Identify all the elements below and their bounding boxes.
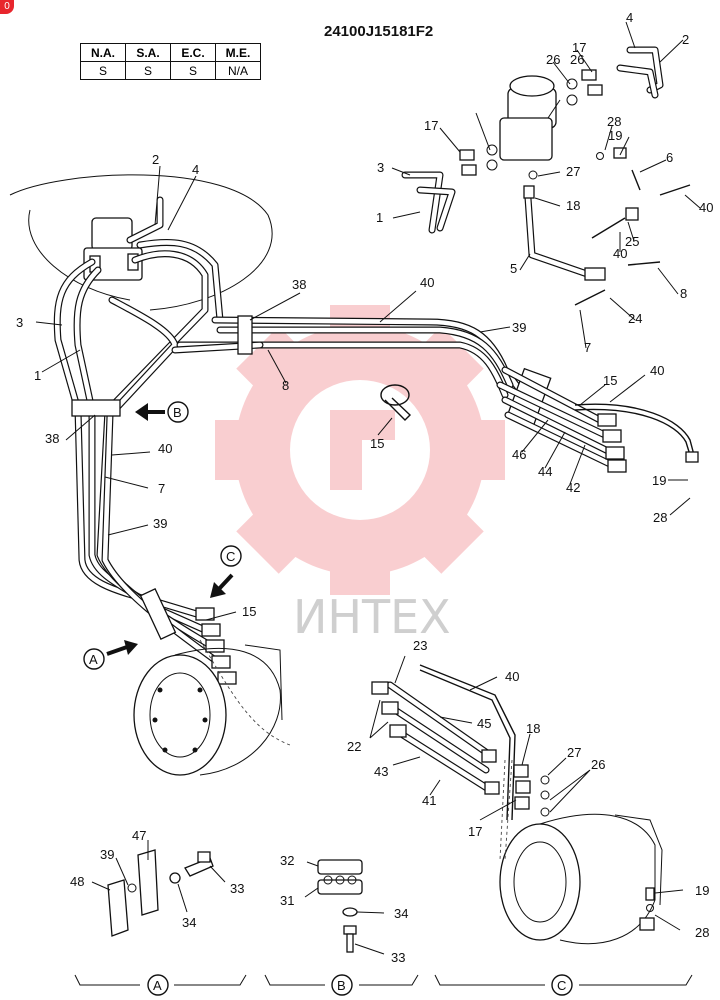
callout-upper-right-24: 24	[628, 311, 642, 326]
section-b-label: B	[337, 978, 346, 993]
leader-lines	[35, 21, 701, 955]
value-me: N/A	[215, 61, 261, 80]
callout-main-19: 19	[652, 473, 666, 488]
callout-detail-c-43: 43	[374, 764, 388, 779]
callout-detail-c-18: 18	[526, 721, 540, 736]
applicability-table: N.A. S.A. E.C. M.E. S S S N/A	[80, 43, 261, 80]
arrow-b	[135, 401, 189, 423]
detail-c	[371, 664, 663, 945]
header-me: M.E.	[215, 43, 261, 62]
callout-upper-right-17: 17	[424, 118, 438, 133]
callout-upper-right-8: 8	[680, 286, 687, 301]
callout-upper-right-5: 5	[510, 261, 517, 276]
header-sa: S.A.	[125, 43, 171, 62]
value-ec: S	[170, 61, 216, 80]
callout-upper-right-26: 26	[546, 52, 560, 67]
callout-detail-c-40: 40	[505, 669, 519, 684]
callout-main-3: 3	[16, 315, 23, 330]
callout-upper-right-6: 6	[666, 150, 673, 165]
swivel-exploded	[401, 46, 691, 306]
callout-detail-c-45: 45	[477, 716, 491, 731]
callout-main-2: 2	[152, 152, 159, 167]
callout-main-4: 4	[192, 162, 199, 177]
callout-upper-right-25: 25	[625, 234, 639, 249]
clamp-15-lower	[139, 588, 177, 640]
callout-main-46: 46	[512, 447, 526, 462]
travel-motor-left	[133, 639, 291, 776]
arrow-a-letter: A	[89, 652, 98, 667]
clamp-15-strap	[380, 384, 412, 421]
callout-upper-right-40: 40	[613, 246, 627, 261]
callout-detail-c-28: 28	[695, 925, 709, 940]
callout-main-7: 7	[158, 481, 165, 496]
callout-detail-a-48: 48	[70, 874, 84, 889]
callout-main-1: 1	[34, 368, 41, 383]
turntable-inner	[28, 209, 131, 301]
clamp-38-top	[237, 315, 253, 355]
arrow-a	[83, 640, 138, 670]
section-brackets	[74, 974, 693, 996]
clamp-38-left	[71, 399, 121, 417]
callout-upper-right-3: 3	[377, 160, 384, 175]
header-na: N.A.	[80, 43, 126, 62]
callout-detail-b-31: 31	[280, 893, 294, 908]
callout-main-39: 39	[512, 320, 526, 335]
callout-detail-c-26: 26	[591, 757, 605, 772]
callout-upper-right-18: 18	[566, 198, 580, 213]
callout-main-8: 8	[282, 378, 289, 393]
callout-main-38: 38	[292, 277, 306, 292]
callout-upper-right-26: 26	[570, 52, 584, 67]
callout-main-40: 40	[420, 275, 434, 290]
callout-main-40: 40	[158, 441, 172, 456]
callout-detail-c-27: 27	[567, 745, 581, 760]
callout-main-15: 15	[370, 436, 384, 451]
callout-upper-right-19: 19	[608, 128, 622, 143]
callout-upper-right-28: 28	[607, 114, 621, 129]
callout-main-42: 42	[566, 480, 580, 495]
callout-main-15: 15	[603, 373, 617, 388]
callout-detail-a-33: 33	[230, 881, 244, 896]
callout-detail-b-32: 32	[280, 853, 294, 868]
callout-main-39: 39	[153, 516, 167, 531]
callout-detail-c-17: 17	[468, 824, 482, 839]
callout-upper-right-40: 40	[699, 200, 713, 215]
header-ec: E.C.	[170, 43, 216, 62]
callout-main-28: 28	[653, 510, 667, 525]
callout-upper-right-27: 27	[566, 164, 580, 179]
callout-upper-right-7: 7	[584, 340, 591, 355]
callout-upper-right-4: 4	[626, 10, 633, 25]
callout-detail-c-41: 41	[422, 793, 436, 808]
callout-detail-c-19: 19	[695, 883, 709, 898]
callout-upper-right-2: 2	[682, 32, 689, 47]
watermark-text: ИНТЕХ	[293, 590, 451, 644]
callout-main-44: 44	[538, 464, 552, 479]
drawing-number: 24100J15181F2	[324, 23, 433, 40]
callout-detail-b-34: 34	[394, 906, 408, 921]
callout-detail-a-47: 47	[132, 828, 146, 843]
callout-detail-a-39: 39	[100, 847, 114, 862]
arrow-b-letter: B	[173, 405, 182, 420]
callout-upper-right-1: 1	[376, 210, 383, 225]
arrow-c-letter: C	[226, 549, 235, 564]
detail-a	[107, 849, 214, 937]
callout-main-40: 40	[650, 363, 664, 378]
section-c-label: C	[557, 978, 566, 993]
detail-b	[317, 859, 363, 953]
page-badge: 0	[0, 0, 14, 14]
callout-detail-c-23: 23	[413, 638, 427, 653]
callout-detail-c-22: 22	[347, 739, 361, 754]
callout-detail-b-33: 33	[391, 950, 405, 965]
callout-main-15: 15	[242, 604, 256, 619]
callout-main-38: 38	[45, 431, 59, 446]
section-a-label: A	[153, 978, 162, 993]
arrow-c	[210, 545, 242, 598]
callout-detail-a-34: 34	[182, 915, 196, 930]
callout-upper-right-17: 17	[572, 40, 586, 55]
